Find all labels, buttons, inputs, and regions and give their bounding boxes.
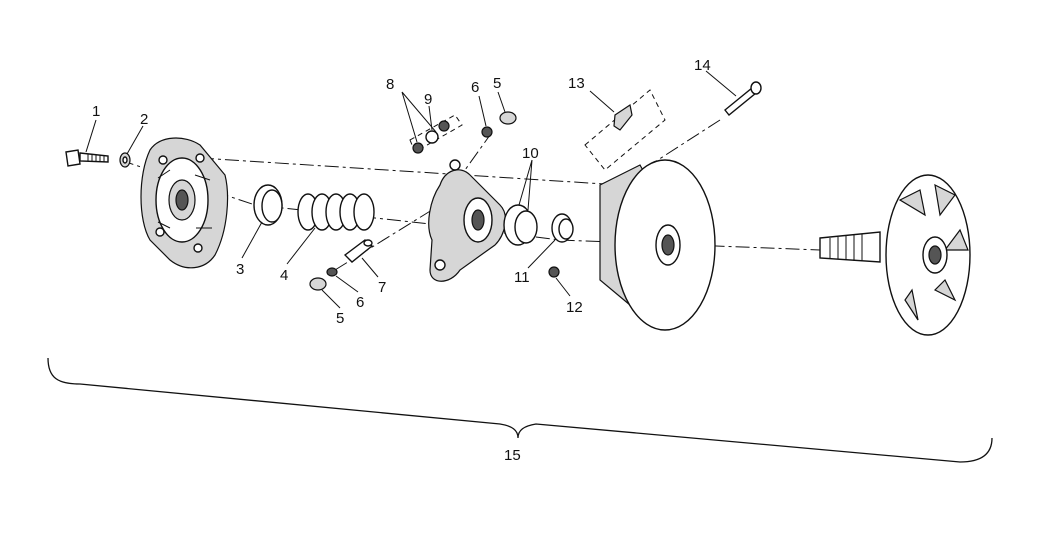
ring-part [253, 184, 283, 226]
callout-5b: 5 [336, 310, 344, 327]
callout-6b: 6 [356, 294, 364, 311]
callout-12: 12 [566, 299, 583, 316]
washer-top-part [481, 126, 493, 138]
bushings-part [503, 204, 538, 246]
callout-14: 14 [694, 57, 711, 74]
nut12-part [548, 266, 560, 278]
moveable-sheave-part [599, 159, 716, 331]
callout-9: 9 [424, 91, 432, 108]
callout-3: 3 [236, 261, 244, 278]
button-bottom-part [309, 277, 327, 291]
bolt14-axis-line [649, 119, 721, 166]
callout-2: 2 [140, 111, 148, 128]
nut-box-part [409, 114, 463, 154]
callout-5a: 5 [493, 75, 501, 92]
bolt-axis-line [199, 157, 621, 186]
bolt-part [65, 149, 109, 167]
pin-axis-line [334, 134, 491, 271]
callout-4: 4 [280, 267, 288, 284]
fixed-sheave-part [819, 174, 971, 336]
callout-8: 8 [386, 76, 394, 93]
leader-lines [85, 70, 737, 309]
callout-11: 11 [514, 269, 530, 286]
callout-7: 7 [378, 279, 386, 296]
washer-part [119, 152, 131, 168]
washer-bottom-part [326, 267, 338, 277]
ring11-part [551, 213, 574, 243]
assembly-brace [47, 357, 993, 463]
callout-13: 13 [568, 75, 585, 92]
spider-part [428, 159, 507, 282]
callout-6a: 6 [471, 79, 479, 96]
callout-10: 10 [522, 145, 539, 162]
callout-1: 1 [92, 103, 100, 120]
button-top-part [499, 111, 517, 125]
callout-15: 15 [504, 447, 521, 464]
pin-part [343, 239, 374, 263]
cover-part [140, 137, 229, 269]
callout-labels: 1 2 3 4 5 6 7 8 9 6 5 10 11 12 13 14 15 [92, 57, 711, 464]
weight-box-part [584, 89, 666, 171]
spring-part [297, 193, 375, 231]
bolt14-part [724, 81, 762, 116]
